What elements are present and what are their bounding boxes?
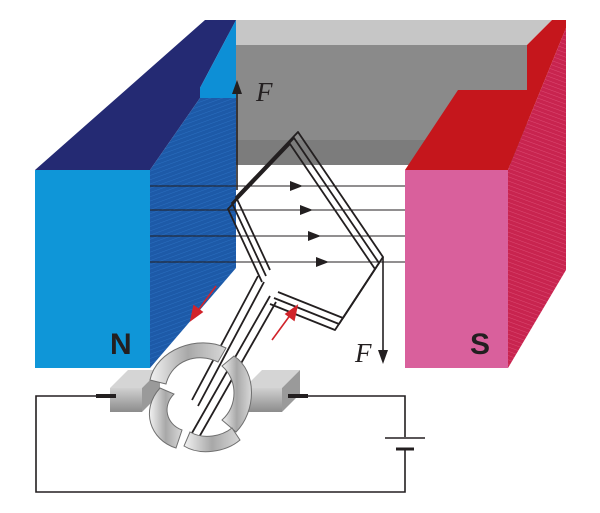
circuit-wire-left [35,395,406,493]
south-pole-label: S [470,328,490,361]
circuit-wire-right [300,395,406,437]
force-up-arrowhead [232,80,242,94]
field-arrowhead [316,257,329,267]
south-top-face [405,20,566,170]
coil-turn [231,137,380,325]
field-arrowhead [308,231,321,241]
armature-coil [227,131,384,331]
current-arrowhead [284,304,299,322]
current-arrowhead [189,304,204,322]
commutator-segment-top [149,342,227,385]
south-pole-magnet: S [405,20,566,368]
coil-lead-left [197,281,265,407]
current-arrow-down [196,285,217,313]
field-direction-arrows [290,181,329,267]
force-arrow-up: F [232,77,273,190]
force-arrow-down: F [354,257,388,368]
field-arrowhead [290,181,303,191]
south-side-face [508,28,566,368]
coil-turn [227,143,376,331]
current-arrow-up [271,313,292,341]
split-ring-commutator [149,342,252,453]
force-label-top: F [255,77,273,107]
yoke-top-face [218,20,552,45]
north-pole-label: N [110,328,132,361]
north-top-face [35,20,236,170]
commutator-segment-right [221,355,252,433]
force-down-arrowhead [378,350,388,364]
commutator-segment-left [149,387,183,449]
commutator-segment-bottom [183,427,241,453]
brush-right [244,370,300,412]
coil-turn [235,131,384,319]
coil-lead-left [191,275,259,401]
north-side-face [150,98,236,368]
south-front-face [405,170,508,368]
external-circuit [35,394,406,493]
current-arrows [189,285,299,341]
north-inner-face [200,20,236,98]
battery [385,437,425,451]
force-label-bottom: F [354,338,372,368]
north-front-face [35,170,150,368]
north-pole-magnet: N [35,20,236,368]
field-arrowhead [300,205,313,215]
magnetic-field-lines [150,185,405,263]
